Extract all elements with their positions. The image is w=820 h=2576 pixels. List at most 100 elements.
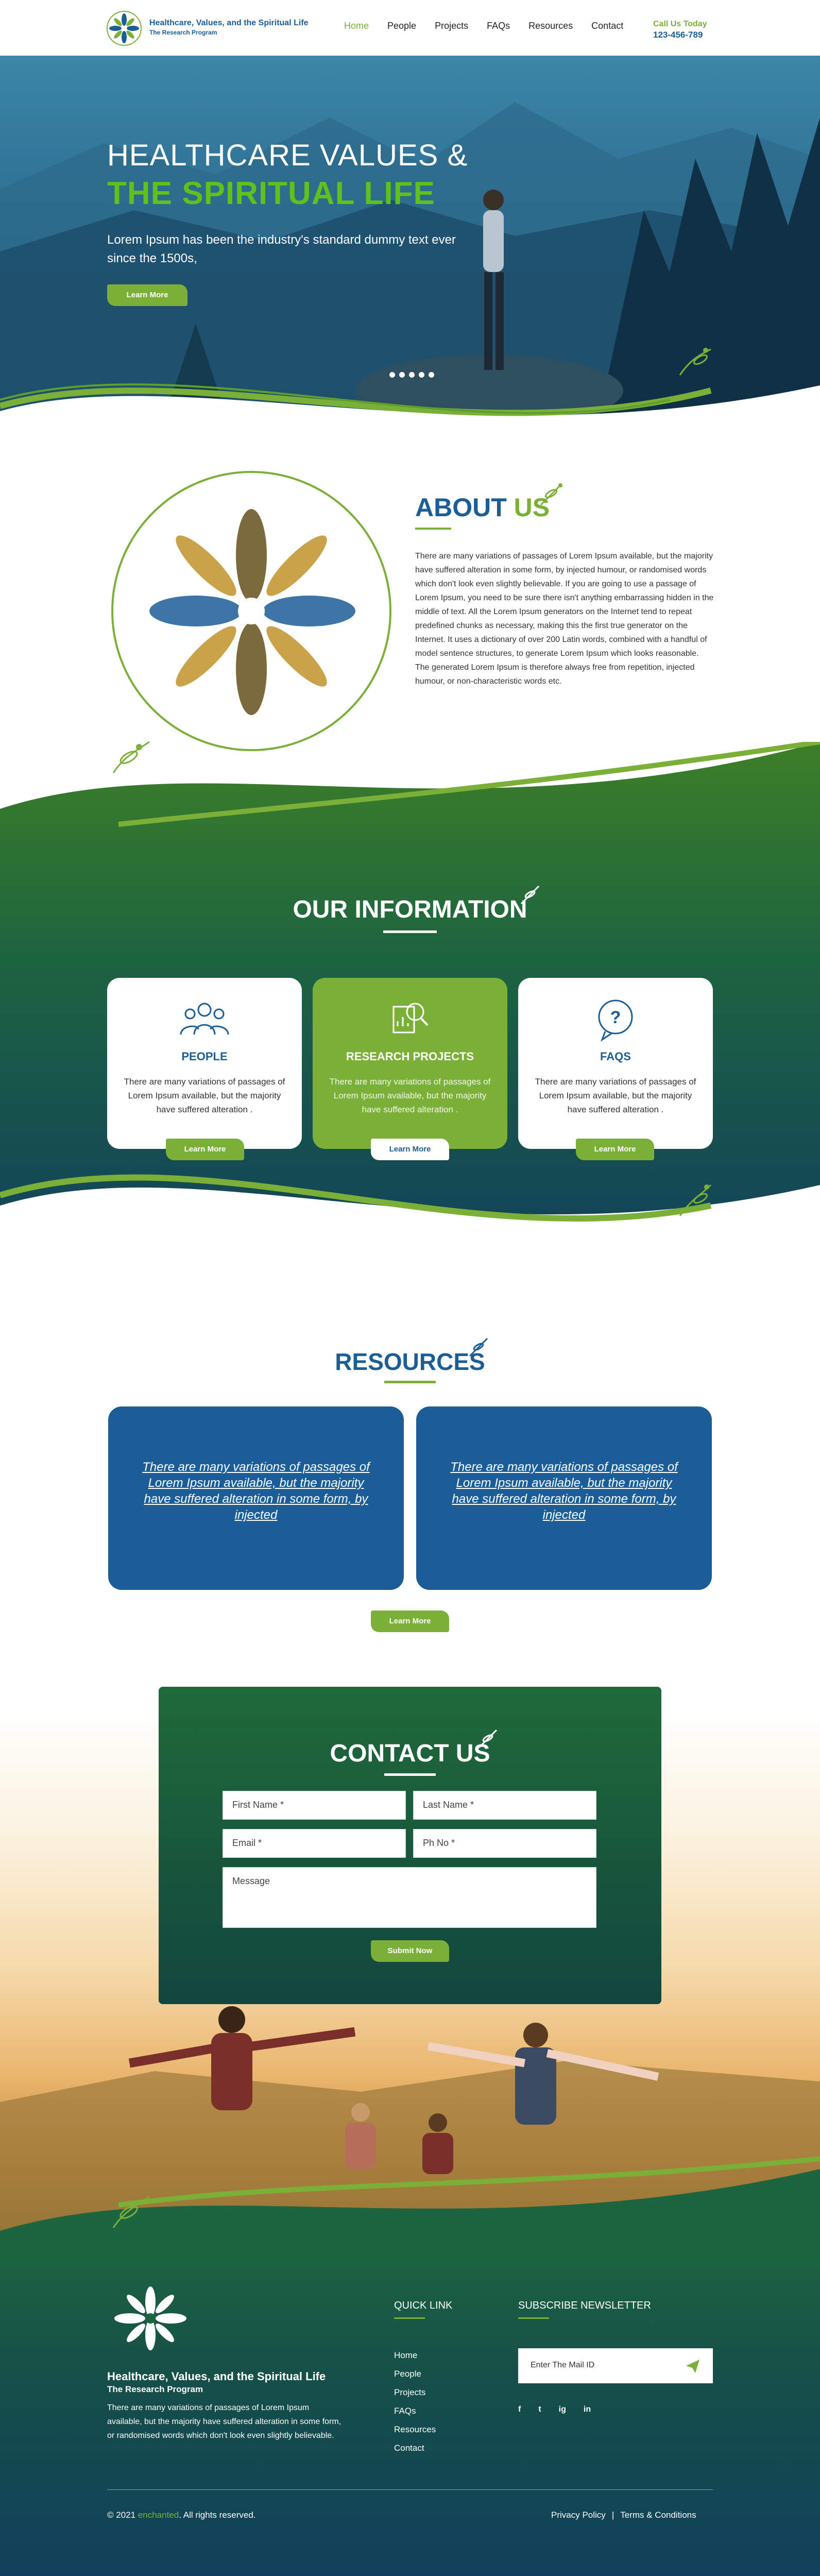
logo-icon[interactable] [106,10,142,46]
info-card-text: There are many variations of passages of… [124,1077,285,1114]
newsletter-underline [518,2317,549,2319]
hero-text: Lorem Ipsum has been the industry's stan… [107,233,456,265]
info-card-faqs: ? FAQS There are many variations of pass… [518,978,713,1149]
footer-link-contact[interactable]: Contact [394,2443,424,2453]
people-icon [180,1003,229,1035]
newsletter-input[interactable]: Enter The Mail ID [518,2348,713,2383]
slider-dot[interactable] [429,372,434,378]
message-field[interactable]: Message [223,1867,596,1928]
contact-photo-art [0,2006,820,2236]
resources-title: RESOURCES [335,1348,485,1375]
leaf-icon [679,348,711,376]
hero-learn-more-button[interactable]: Learn More [107,284,187,306]
logo-subtitle: The Research Program [149,29,217,36]
resources-title-underline [384,1381,436,1383]
footer-text: There are many variations of passages of… [107,2403,341,2440]
quick-link-underline [394,2317,425,2319]
about-title: ABOUT US [415,493,550,522]
footer-subtitle: The Research Program [107,2384,203,2394]
info-card-people: PEOPLE There are many variations of pass… [107,978,302,1149]
footer-link-people[interactable]: People [394,2369,421,2379]
people-learn-more-button[interactable]: Learn More [166,1139,244,1160]
information-title: OUR INFORMATION [293,896,527,923]
slider-dot[interactable] [419,372,424,378]
resources-learn-more-button[interactable]: Learn More [371,1611,449,1632]
slider-dots [389,372,434,378]
footer-logo-icon[interactable] [109,2282,192,2354]
information-title-underline [383,930,437,933]
newsletter-placeholder: Enter The Mail ID [531,2361,595,2369]
linkedin-icon[interactable]: in [583,2405,591,2414]
info-card-text: There are many variations of passages of… [329,1077,491,1114]
footer-link-faqs[interactable]: FAQs [394,2406,416,2416]
nav-faqs[interactable]: FAQs [487,21,510,31]
contact-title-underline [384,1773,436,1776]
resource-card[interactable]: There are many variations of passages of… [416,1406,712,1590]
twitter-icon[interactable]: t [538,2405,541,2414]
resource-card[interactable]: There are many variations of passages of… [108,1406,404,1590]
quick-link-title: QUICK LINK [394,2300,453,2311]
terms-link[interactable]: Terms & Conditions [620,2510,696,2520]
hero-wave-divider [0,383,820,447]
footer-link-home[interactable]: Home [394,2350,418,2360]
faqs-learn-more-button[interactable]: Learn More [576,1139,654,1160]
slider-dot[interactable] [389,372,395,378]
about-title-text: ABOUT [415,493,507,522]
hero-banner: HEALTHCARE VALUES & THE SPIRITUAL LIFE L… [0,56,820,447]
nav-contact[interactable]: Contact [591,21,624,31]
footer-divider [107,2489,713,2490]
footer-link-resources[interactable]: Resources [394,2425,436,2434]
privacy-policy-link[interactable]: Privacy Policy [551,2510,606,2520]
logo-title[interactable]: Healthcare, Values, and the Spiritual Li… [149,19,309,27]
social-icons: f t ig in [518,2405,591,2414]
nav-resources[interactable]: Resources [528,21,573,31]
main-nav: Home People Projects FAQs Resources Cont… [344,21,623,31]
leaf-icon [469,1337,488,1357]
leaf-icon [679,1184,712,1216]
call-label: Call Us Today [653,20,707,28]
instagram-icon[interactable]: ig [558,2405,566,2414]
copyright-brand-link[interactable]: enchanted [138,2510,179,2520]
info-card-title: FAQS [600,1050,631,1063]
newsletter-title: SUBSCRIBE NEWSLETTER [518,2300,651,2311]
about-lotus-image [111,471,391,751]
about-title-accent: US [514,493,550,522]
site-header: Healthcare, Values, and the Spiritual Li… [0,0,820,56]
leaf-icon [540,483,562,506]
svg-text:?: ? [610,1008,621,1027]
slider-dot[interactable] [399,372,405,378]
research-learn-more-button[interactable]: Learn More [371,1139,449,1160]
info-card-title: PEOPLE [181,1050,228,1063]
resource-card-link[interactable]: There are many variations of passages of… [142,1460,370,1522]
copyright-text: . All rights reserved. [179,2510,256,2520]
copyright: © 2021 enchanted. All rights reserved. [107,2510,256,2520]
nav-home[interactable]: Home [344,21,369,31]
send-icon[interactable] [685,2359,701,2374]
footer-wave-divider [0,2156,820,2267]
nav-people[interactable]: People [387,21,417,31]
research-icon [392,1003,429,1033]
contact-title: CONTACT US [330,1740,490,1767]
first-name-field[interactable]: First Name * [223,1791,406,1820]
slider-dot[interactable] [409,372,415,378]
info-card-title: RESEARCH PROJECTS [346,1050,474,1063]
info-card-research-projects: RESEARCH PROJECTS There are many variati… [313,978,507,1149]
footer-legal-links: Privacy Policy | Terms & Conditions [551,2510,696,2520]
footer-link-projects[interactable]: Projects [394,2387,426,2397]
resource-card-link[interactable]: There are many variations of passages of… [450,1460,678,1522]
leaf-icon [478,1729,498,1749]
about-title-underline [415,528,451,530]
legal-separator: | [611,2510,614,2520]
leaf-icon [112,2196,150,2228]
quick-links-list: Home People Projects FAQs Resources Cont… [394,2346,436,2458]
submit-button[interactable]: Submit Now [371,1940,449,1962]
email-field[interactable]: Email * [223,1829,406,1858]
call-number[interactable]: 123-456-789 [653,30,703,40]
last-name-field[interactable]: Last Name * [413,1791,596,1820]
footer-title: Healthcare, Values, and the Spiritual Li… [107,2370,326,2383]
phone-field[interactable]: Ph No * [413,1829,596,1858]
leaf-icon [520,885,540,905]
copyright-year: © 2021 [107,2510,136,2520]
facebook-icon[interactable]: f [518,2405,521,2414]
nav-projects[interactable]: Projects [435,21,469,31]
